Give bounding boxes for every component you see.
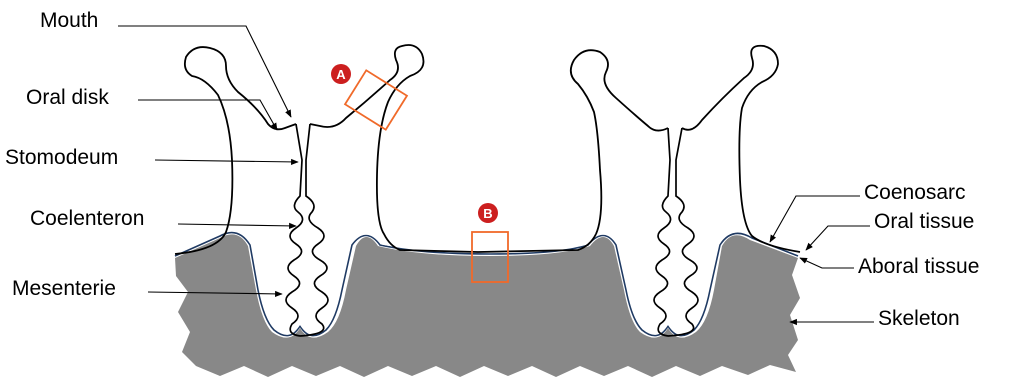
leader-oral-disk bbox=[138, 100, 277, 130]
leader-coelenteron bbox=[178, 224, 296, 226]
label-coenosarc: Coenosarc bbox=[864, 181, 966, 204]
leader-mouth bbox=[118, 26, 291, 117]
label-mesenterie: Mesenterie bbox=[12, 277, 116, 300]
label-oral-disk: Oral disk bbox=[26, 86, 109, 109]
left-coelenteron-wall bbox=[300, 124, 328, 336]
highlight-box-a bbox=[345, 70, 407, 129]
label-mouth: Mouth bbox=[40, 9, 98, 32]
marker-b-text: B bbox=[483, 206, 492, 221]
leader-aboral-tissue bbox=[800, 258, 854, 268]
right-polyp-outline bbox=[571, 46, 800, 252]
label-oral-tissue: Oral tissue bbox=[874, 210, 974, 233]
label-stomodeum: Stomodeum bbox=[5, 146, 118, 169]
marker-b: B bbox=[478, 203, 498, 223]
leader-oral-tissue bbox=[806, 226, 870, 250]
label-aboral-tissue: Aboral tissue bbox=[858, 255, 979, 278]
marker-a: A bbox=[331, 64, 351, 84]
label-coelenteron: Coelenteron bbox=[30, 207, 144, 230]
left-stomodeum-wall bbox=[286, 124, 303, 336]
right-stomodeum-wall bbox=[654, 128, 671, 336]
left-polyp-outline bbox=[175, 45, 596, 254]
marker-a-text: A bbox=[336, 67, 346, 82]
leader-coenosarc bbox=[770, 196, 860, 242]
right-coelenteron-wall bbox=[668, 128, 698, 336]
leader-stomodeum bbox=[155, 160, 298, 162]
label-skeleton: Skeleton bbox=[878, 307, 960, 330]
